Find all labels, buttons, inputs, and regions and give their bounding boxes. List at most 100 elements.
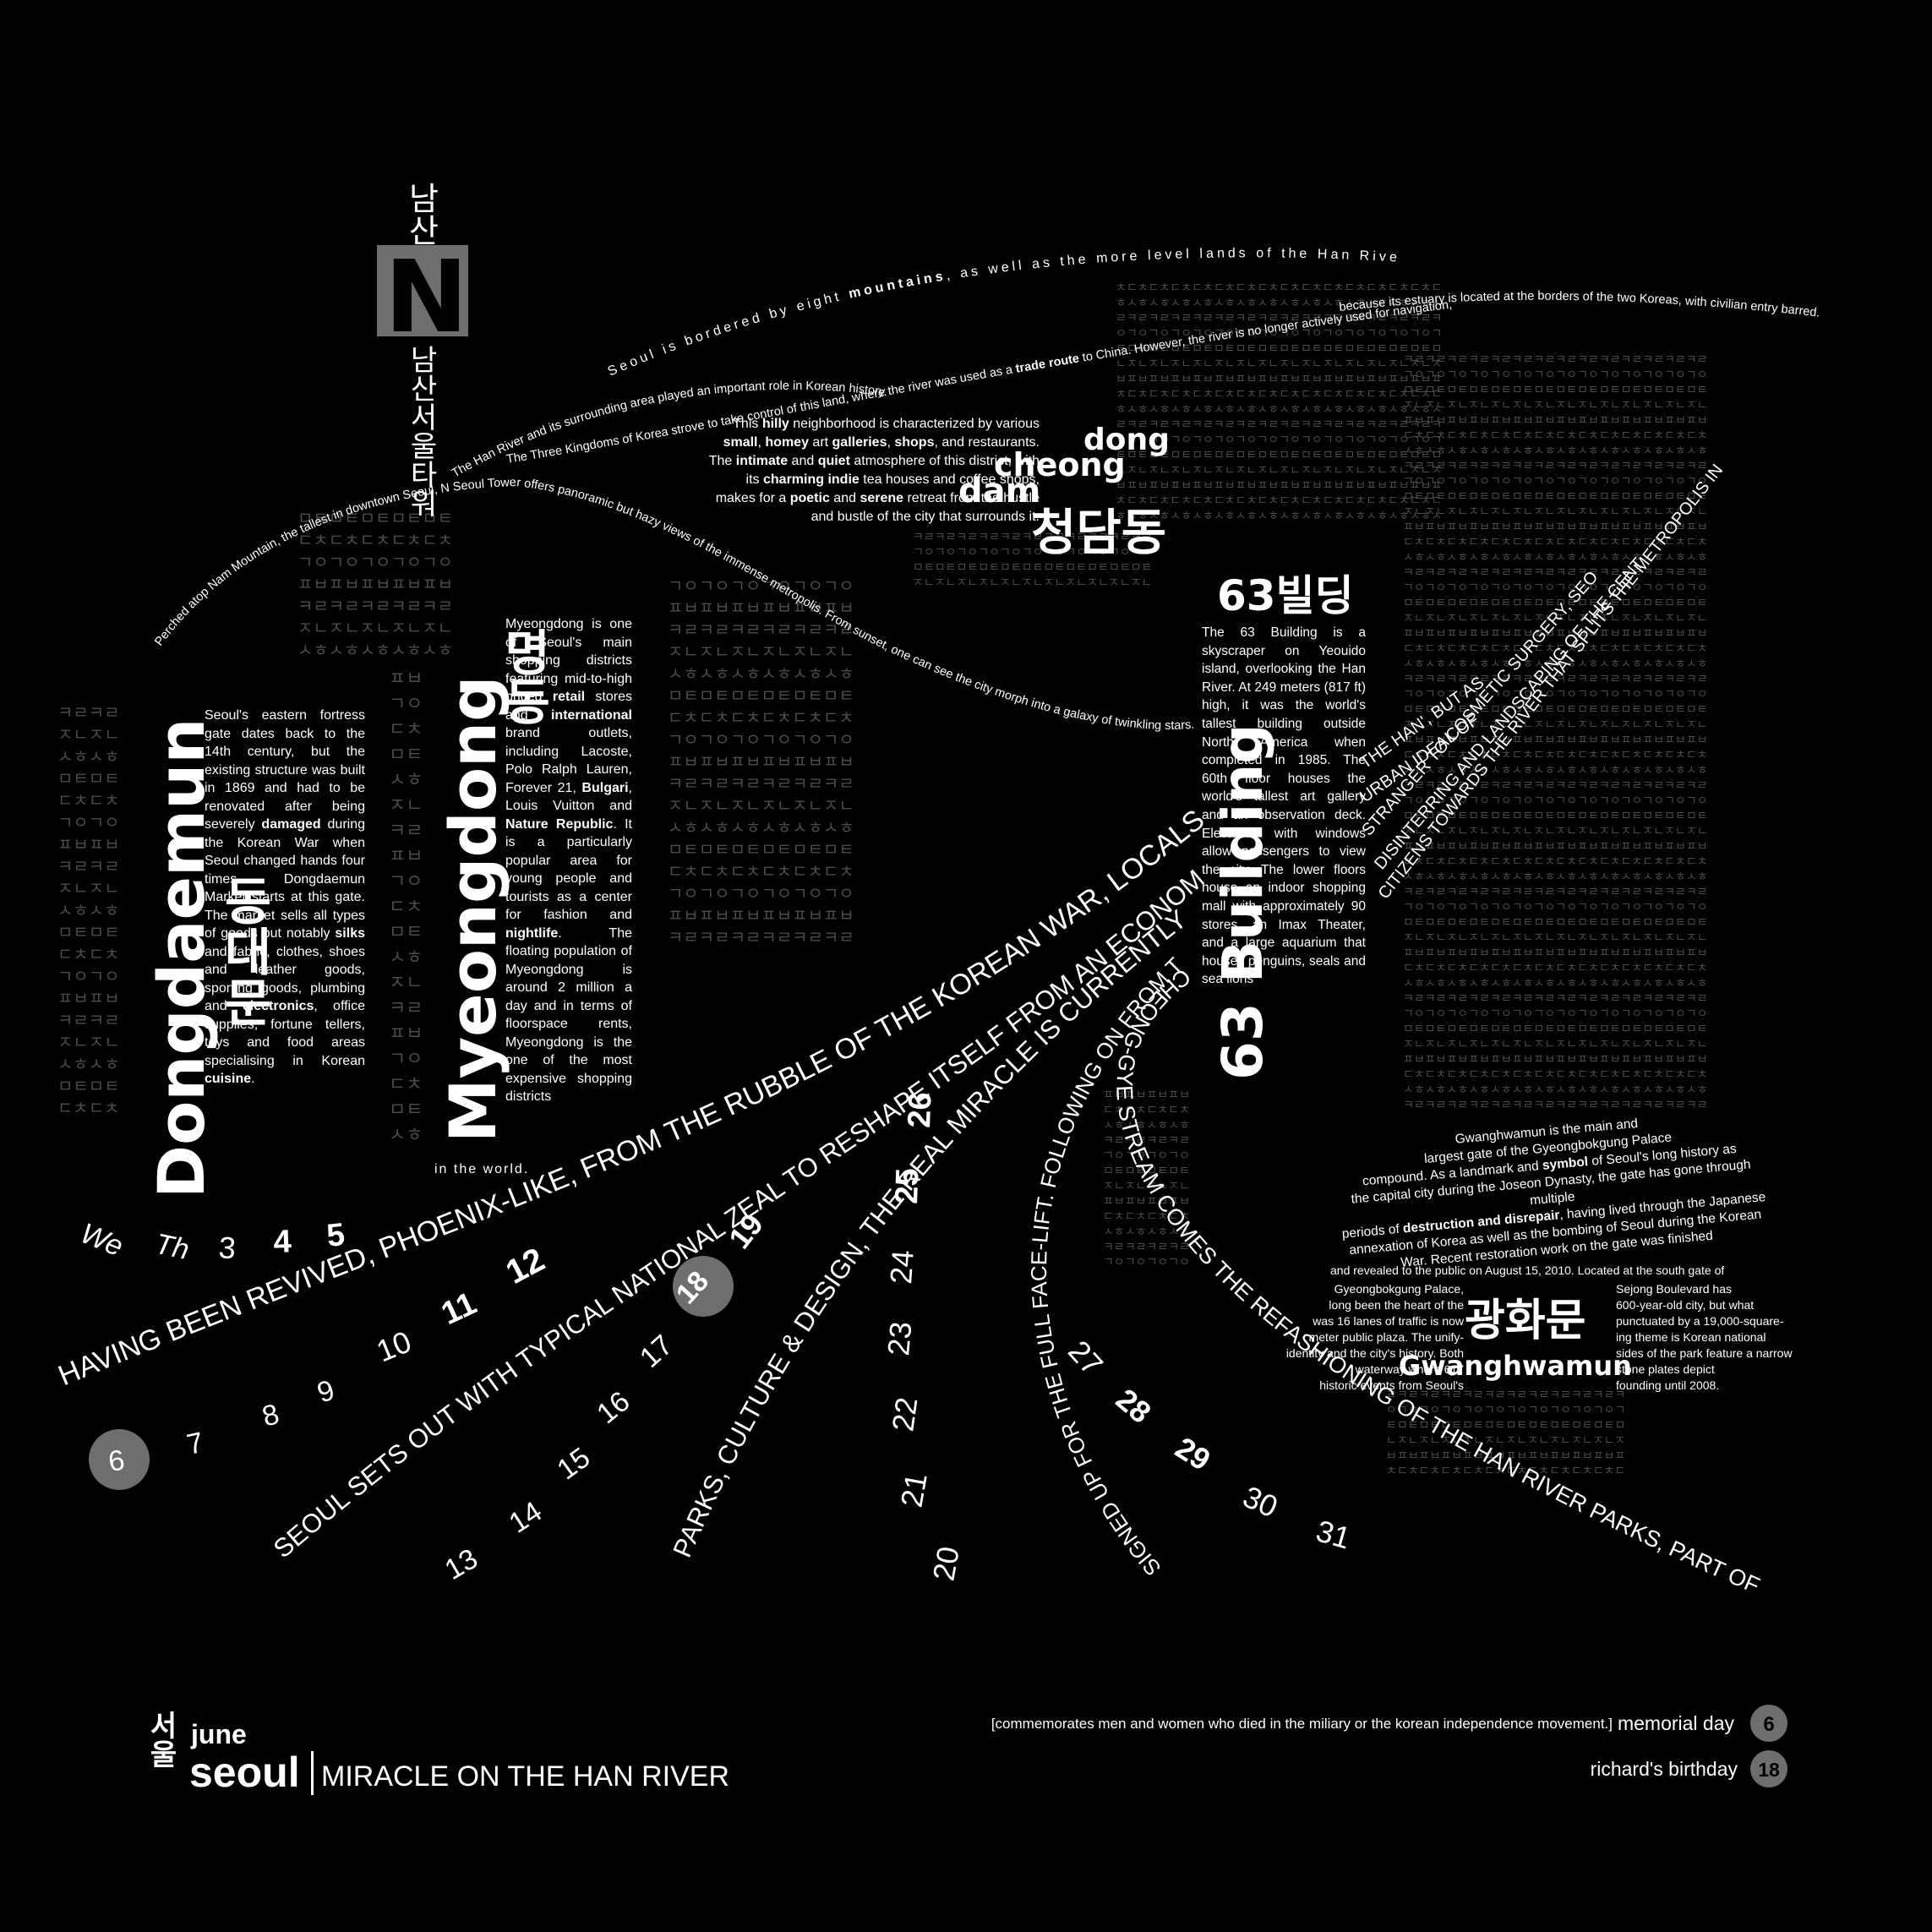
texture-row: ㅁㅌㅁㅌㅁㅌㅁㅌㅁㅌ <box>297 508 453 528</box>
texture-row: ㅁㅌㅁㅌㅁㅌㅁㅌㅁㅌㅁㅌㅁㅌㅁㅌㅁㅌㅁㅌㅁㅌㅁㅌㅁㅌㅁㅌ <box>1403 1023 1708 1036</box>
dongdaemun-text: Seoul's eastern fortress gate dates back… <box>205 708 365 1086</box>
day-17: 17 <box>634 1329 679 1374</box>
gwanghwamun-right-line: 600-year-old city, but what <box>1616 1298 1755 1312</box>
cheongdam-title-dong: dong <box>1083 423 1170 457</box>
texture-row: ㄹㅋㄹㅋㄹㅋㄹㅋㄹㅋㄹㅋㄹㅋㄹㅋㄹㅋㄹㅋㄹㅋ <box>1386 1389 1625 1402</box>
day-16: 16 <box>591 1385 636 1430</box>
texture-row: ㄷㅊㄷㅊㄷㅊㄷㅊㄷㅊㄷㅊㄷㅊㄷㅊㄷㅊㄷㅊㄷㅊㄷㅊㄷㅊㄷㅊ <box>1403 642 1708 656</box>
texture-row: ㅂㅍㅂㅍㅂㅍㅂㅍㅂㅍㅂㅍㅂㅍㅂㅍㅂㅍㅂㅍㅂㅍ <box>1386 1449 1625 1463</box>
texture-row: ㅅㅎ <box>389 947 423 969</box>
texture-row: ㅎㅅㅎㅅㅎㅅㅎㅅㅎㅅㅎㅅㅎㅅㅎㅅㅎㅅㅎㅅㅎㅅㅎㅅㅎㅅㅎㅅㅎㅅ <box>1116 403 1442 417</box>
texture-row: ㄱㅇㄱㅇㄱㅇㄱㅇ <box>1103 1256 1190 1269</box>
texture-row: ㅅㅎㅅㅎ <box>57 746 120 767</box>
weekday-th: Th <box>152 1228 192 1266</box>
day-27: 27 <box>1062 1334 1110 1382</box>
texture-row: ㅋㄹㅋㄹㅋㄹㅋㄹㅋㄹㅋㄹ <box>668 619 854 640</box>
texture-row: ㅅㅎ <box>389 1125 423 1146</box>
texture-row: ㅍㅂㅍㅂ <box>57 834 120 854</box>
day-3: 3 <box>217 1230 237 1265</box>
texture-row: ㄹㅋㄹㅋㄹㅋㄹㅋㄹㅋㄹㅋㄹㅋㄹㅋㄹㅋㄹㅋㄹㅋㄹㅋㄹㅋㄹㅋㄹㅋ <box>1116 418 1442 432</box>
day-7: 7 <box>184 1427 206 1461</box>
texture-row: ㅊㄷㅊㄷㅊㄷㅊㄷㅊㄷㅊㄷㅊㄷㅊㄷㅊㄷㅊㄷㅊㄷ <box>1386 1465 1625 1478</box>
day-18-marker <box>673 1256 734 1317</box>
texture-row: ㅅㅎㅅㅎㅅㅎㅅㅎㅅㅎㅅㅎㅅㅎㅅㅎㅅㅎㅅㅎㅅㅎㅅㅎㅅㅎㅅㅎ <box>1403 764 1708 778</box>
day-30: 30 <box>1238 1479 1283 1525</box>
day-14: 14 <box>504 1495 548 1539</box>
footer-subtitle: MIRACLE ON THE HAN RIVER <box>321 1760 729 1793</box>
day-8: 8 <box>259 1398 282 1433</box>
texture-row: ㄴㅈㄴㅈㄴㅈㄴㅈㄴㅈㄴㅈㄴㅈㄴㅈㄴㅈㄴㅈㄴㅈ <box>1386 1434 1625 1448</box>
day-22: 22 <box>885 1395 924 1433</box>
texture-row: ㅍㅂㅍㅂㅍㅂㅍㅂㅍㅂㅍㅂㅍㅂㅍㅂㅍㅂㅍㅂㅍㅂㅍㅂㅍㅂㅍㅂ <box>1403 840 1708 854</box>
texture-row: ㅁㅌㅁㅌㅁㅌㅁㅌㅁㅌㅁㅌㅁㅌㅁㅌㅁㅌㅁㅌㅁㅌ <box>913 561 1152 575</box>
texture-row: ㅋㄹㅋㄹ <box>57 856 120 876</box>
weekday-we: We <box>76 1217 128 1263</box>
texture-row: ㅊㄷㅊㄷㅊㄷㅊㄷㅊㄷㅊㄷㅊㄷㅊㄷㅊㄷㅊㄷㅊㄷㅊㄷㅊㄷㅊㄷㅊㄷ <box>1116 281 1442 295</box>
texture-row: ㅍㅂㅍㅂㅍㅂㅍㅂ <box>1103 1089 1190 1102</box>
texture-row: ㅍㅂ <box>389 846 423 867</box>
gwanghwamun-right-line: stone plates depict <box>1616 1362 1715 1376</box>
texture-row: ㅌㅁㅌㅁㅌㅁㅌㅁㅌㅁㅌㅁㅌㅁㅌㅁㅌㅁㅌㅁㅌㅁㅌㅁㅌㅁㅌㅁㅌㅁ <box>1116 449 1442 462</box>
texture-row: ㅈㄴㅈㄴㅈㄴㅈㄴㅈㄴㅈㄴㅈㄴㅈㄴㅈㄴㅈㄴㅈㄴ <box>913 576 1152 590</box>
texture-row: ㅎㅅㅎㅅㅎㅅㅎㅅㅎㅅㅎㅅㅎㅅㅎㅅㅎㅅㅎㅅㅎㅅㅎㅅㅎㅅㅎㅅㅎㅅ <box>1116 297 1442 310</box>
texture-row: ㅍㅂㅍㅂㅍㅂㅍㅂㅍㅂㅍㅂㅍㅂㅍㅂㅍㅂㅍㅂㅍㅂㅍㅂㅍㅂㅍㅂ <box>1403 734 1708 747</box>
gwanghwamun-line: and revealed to the public on August 15,… <box>1330 1263 1725 1277</box>
texture-row: ㅋㄹㅋㄹㅋㄹㅋㄹㅋㄹㅋㄹㅋㄹㅋㄹㅋㄹㅋㄹㅋㄹㅋㄹㅋㄹㅋㄹ <box>1403 566 1708 580</box>
texture-row: ㄱㅇㄱㅇㄱㅇㄱㅇㄱㅇㄱㅇ <box>668 883 854 903</box>
texture-row: ㅂㅍㅂㅍㅂㅍㅂㅍㅂㅍㅂㅍㅂㅍㅂㅍㅂㅍㅂㅍㅂㅍㅂㅍㅂㅍㅂㅍㅂㅍ <box>1116 373 1442 386</box>
texture-row: ㄱㅇㄱㅇ <box>57 966 120 986</box>
texture-row: ㅅㅎ <box>389 770 423 791</box>
texture-row: ㅋㄹㅋㄹ <box>57 702 120 723</box>
texture-row: ㅁㅌㅁㅌㅁㅌㅁㅌㅁㅌㅁㅌㅁㅌㅁㅌㅁㅌㅁㅌㅁㅌㅁㅌㅁㅌㅁㅌ <box>1403 490 1708 504</box>
texture-row: ㄱㅇㄱㅇㄱㅇㄱㅇㄱㅇㄱㅇㄱㅇㄱㅇㄱㅇㄱㅇㄱㅇㄱㅇㄱㅇㄱㅇ <box>1403 794 1708 808</box>
gwanghwamun-left-line: Gyeongbokgung Palace, <box>1334 1282 1464 1296</box>
texture-row: ㅁㅌ <box>389 745 423 766</box>
texture-row: ㅁㅌㅁㅌㅁㅌㅁㅌㅁㅌㅁㅌㅁㅌㅁㅌㅁㅌㅁㅌㅁㅌㅁㅌㅁㅌㅁㅌ <box>1403 384 1708 397</box>
gwanghwamun-left-line: was 16 lanes of traffic is now <box>1313 1314 1464 1328</box>
texture-row: ㅈㄴㅈㄴㅈㄴㅈㄴㅈㄴㅈㄴ <box>668 641 854 662</box>
gwanghwamun-left-col: Gyeongbokgung Palace, long been the heart… <box>1242 1281 1464 1394</box>
texture-row: ㅁㅌㅁㅌㅁㅌㅁㅌ <box>1103 1165 1190 1178</box>
gwanghwamun-left-line: meter public plaza. The unify- <box>1308 1330 1464 1344</box>
texture-row: ㅋㄹㅋㄹㅋㄹㅋㄹㅋㄹㅋㄹㅋㄹㅋㄹㅋㄹㅋㄹㅋㄹㅋㄹㅋㄹㅋㄹ <box>1403 1099 1708 1112</box>
texture-row: ㅈㄴㅈㄴ <box>57 724 120 745</box>
texture-row: ㅈㄴㅈㄴㅈㄴㅈㄴㅈㄴㅈㄴㅈㄴㅈㄴㅈㄴㅈㄴㅈㄴㅈㄴㅈㄴㅈㄴ <box>1403 718 1708 732</box>
holiday-richards-birthday: richard's birthday <box>1591 1758 1738 1780</box>
holiday-1-marker <box>1750 1705 1787 1742</box>
gwanghwamun-right-col: Sejong Boulevard has 600-year-old city, b… <box>1616 1281 1836 1394</box>
texture-row: ㄱㅇㄱㅇㄱㅇㄱㅇㄱㅇㄱㅇㄱㅇㄱㅇㄱㅇㄱㅇㄱㅇㄱㅇㄱㅇㄱㅇ <box>1403 475 1708 488</box>
gwanghwamun-title: Gwanghwamun <box>1399 1350 1632 1382</box>
gwanghwamun-right-line: Sejong Boulevard has <box>1616 1282 1732 1296</box>
texture-row: ㅋㄹㅋㄹㅋㄹㅋㄹㅋㄹㅋㄹㅋㄹㅋㄹㅋㄹㅋㄹㅋㄹ <box>913 531 1152 544</box>
texture-row: ㅋㄹㅋㄹ <box>57 1010 120 1030</box>
cheongdam-text: This hilly neighborhood is characterized… <box>708 417 1040 524</box>
texture-row: ㄷㅊㄷㅊㄷㅊㄷㅊㄷㅊㄷㅊ <box>668 861 854 881</box>
texture-row: ㄷㅊㄷㅊ <box>57 1098 120 1118</box>
gwanghwamun-left-line: long been the heart of the <box>1329 1298 1464 1312</box>
texture-row: ㅁㅌㅁㅌㅁㅌㅁㅌㅁㅌㅁㅌㅁㅌㅁㅌㅁㅌㅁㅌㅁㅌㅁㅌㅁㅌㅁㅌ <box>1403 597 1708 610</box>
texture-row: ㅈㄴㅈㄴㅈㄴㅈㄴㅈㄴㅈㄴㅈㄴㅈㄴㅈㄴㅈㄴㅈㄴㅈㄴㅈㄴㅈㄴ <box>1403 399 1708 412</box>
texture-row: ㅊㄷㅊㄷㅊㄷㅊㄷㅊㄷㅊㄷㅊㄷㅊㄷㅊㄷㅊㄷㅊㄷㅊㄷㅊㄷㅊㄷㅊㄷ <box>1116 388 1442 401</box>
day-24: 24 <box>883 1249 920 1285</box>
day-10: 10 <box>372 1323 416 1368</box>
texture-row: ㅋㄹㅋㄹㅋㄹㅋㄹㅋㄹ <box>297 596 453 616</box>
texture-row: ㄷㅊㄷㅊ <box>57 790 120 810</box>
texture-row: ㅅㅎㅅㅎㅅㅎㅅㅎㅅㅎㅅㅎ <box>668 817 854 838</box>
texture-row: ㅋㄹㅋㄹㅋㄹㅋㄹ <box>1103 1241 1190 1254</box>
texture-row: ㅁㅌㅁㅌ <box>57 768 120 789</box>
texture-row: ㅁㅌㅁㅌㅁㅌㅁㅌㅁㅌㅁㅌ <box>668 685 854 706</box>
texture-row: ㅈㄴㅈㄴ <box>57 1032 120 1052</box>
day-31: 31 <box>1313 1513 1355 1555</box>
texture-row: ㄴㅈㄴㅈㄴㅈㄴㅈㄴㅈㄴㅈㄴㅈㄴㅈㄴㅈㄴㅈㄴㅈㄴㅈㄴㅈㄴㅈㄴㅈ <box>1116 357 1442 371</box>
texture-row: ㅍㅂㅍㅂㅍㅂㅍㅂㅍㅂㅍㅂ <box>668 598 854 618</box>
day-26: 26 <box>902 1092 938 1129</box>
texture-row: ㅋㄹ <box>389 821 423 842</box>
texture-row: ㅈㄴㅈㄴㅈㄴㅈㄴㅈㄴㅈㄴ <box>668 795 854 816</box>
texture-row: ㄱㅇㄱㅇ <box>57 812 120 832</box>
texture-row: ㄱㅇ <box>389 694 423 715</box>
day-6-marker <box>89 1429 150 1490</box>
texture-row: ㅍㅂ <box>389 1023 423 1045</box>
texture-row: ㅋㄹㅋㄹㅋㄹㅋㄹㅋㄹㅋㄹㅋㄹㅋㄹㅋㄹㅋㄹㅋㄹㅋㄹㅋㄹㅋㄹ <box>1403 353 1708 367</box>
day-28: 28 <box>1110 1382 1158 1430</box>
texture-row: ㄷㅊㄷㅊㄷㅊㄷㅊㄷㅊㄷㅊㄷㅊㄷㅊㄷㅊㄷㅊㄷㅊㄷㅊㄷㅊㄷㅊ <box>1403 429 1708 443</box>
